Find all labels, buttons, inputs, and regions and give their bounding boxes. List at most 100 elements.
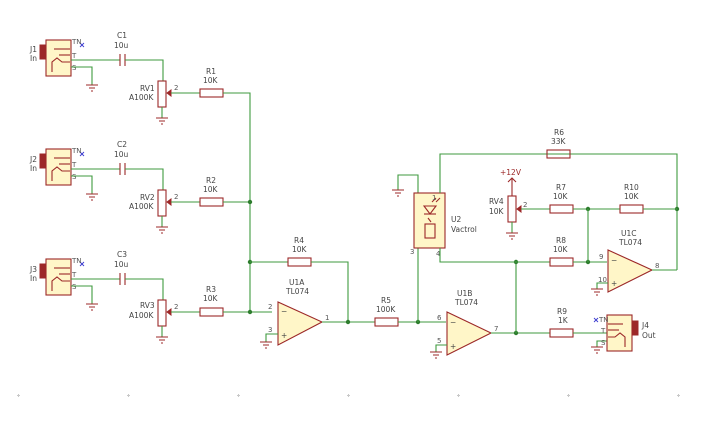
r5-ref: R5 xyxy=(381,296,391,305)
u1b-minus: − xyxy=(450,318,456,327)
r4-ref: R4 xyxy=(294,236,304,245)
r10-value: 10K xyxy=(624,192,640,201)
r4-value: 10K xyxy=(292,245,308,254)
u1c-pin-9: 9 xyxy=(599,253,603,261)
u1a-value: TL074 xyxy=(285,287,309,296)
c2-value: 10u xyxy=(114,150,129,159)
j2-pin-t: T xyxy=(71,161,77,169)
u1c-plus: + xyxy=(611,279,617,288)
junction-bus-r2 xyxy=(247,199,253,205)
rv3-value: A100K xyxy=(129,311,154,320)
u1a-minus: − xyxy=(281,307,287,316)
j3-pin-tn: TN xyxy=(71,257,82,265)
wire-j2-s xyxy=(71,175,93,194)
wire-r4-out xyxy=(311,261,349,322)
wire-r1-bus xyxy=(223,92,251,312)
rv1-ref: RV1 xyxy=(140,84,155,93)
ground-j4-icon xyxy=(591,346,603,354)
power-12v-icon xyxy=(507,177,517,196)
j4-pin-t: T xyxy=(600,327,606,335)
ground-j2-icon xyxy=(86,193,98,201)
rv4-value: 10K xyxy=(489,207,505,216)
r5-value: 100K xyxy=(376,305,396,314)
rv2-pin-2: 2 xyxy=(174,193,178,201)
rv4-pin-2: 2 xyxy=(523,201,527,209)
ground-vactrol-icon xyxy=(392,189,404,197)
u2-pin-1: 1 xyxy=(432,194,436,202)
c3-ref: C3 xyxy=(117,250,127,259)
r1-ref: R1 xyxy=(206,67,216,76)
potentiometer-rv4 xyxy=(507,195,522,223)
ground-u1b-icon xyxy=(430,351,442,359)
j1-ref: J1 xyxy=(29,45,37,54)
wire-c1-rv1 xyxy=(125,59,164,81)
junction-u1a-out xyxy=(345,319,351,325)
ground-rv4-icon xyxy=(506,232,518,240)
u1c-ref: U1C xyxy=(621,229,637,238)
c1-ref: C1 xyxy=(117,31,127,40)
wire-j4-s xyxy=(596,340,607,347)
ground-u1a-icon xyxy=(260,341,272,349)
ground-j3-icon xyxy=(86,303,98,311)
u1a-pin-1: 1 xyxy=(325,314,329,322)
r8-value: 10K xyxy=(553,245,569,254)
c1-value: 10u xyxy=(114,41,129,50)
r6-value: 33K xyxy=(551,137,567,146)
u1b-pin-7: 7 xyxy=(494,325,498,333)
c2-ref: C2 xyxy=(117,140,127,149)
u1a-ref: U1A xyxy=(289,278,305,287)
ground-rv2-icon xyxy=(156,226,168,234)
u1a-pin-3: 3 xyxy=(268,326,272,334)
r10-ref: R10 xyxy=(624,183,639,192)
resistor-r10 xyxy=(619,204,644,214)
j3-pin-s: S xyxy=(72,283,77,291)
rv1-pin-2: 2 xyxy=(174,84,178,92)
opamp-u1c xyxy=(607,249,654,293)
u2-pin-4: 4 xyxy=(436,250,441,258)
rv3-pin-2: 2 xyxy=(174,303,178,311)
resistor-r2 xyxy=(199,197,224,207)
r7-value: 10K xyxy=(553,192,569,201)
capacitor-c2 xyxy=(119,163,126,175)
wire-u1b-plus-gnd xyxy=(435,344,447,352)
u1c-pin-10: 10 xyxy=(598,276,607,284)
j2-pin-s: S xyxy=(72,173,77,181)
j1-value: In xyxy=(30,54,37,63)
r7-ref: R7 xyxy=(556,183,566,192)
ground-rv1-icon xyxy=(156,117,168,125)
vactrol-u2 xyxy=(413,192,446,249)
rv2-ref: RV2 xyxy=(140,193,155,202)
j3-value: In xyxy=(30,274,37,283)
u1b-pin-6: 6 xyxy=(437,314,442,322)
u2-ref: U2 xyxy=(451,215,461,224)
r2-value: 10K xyxy=(203,185,219,194)
wire-j3-s xyxy=(71,285,93,304)
ground-u1c-icon xyxy=(591,288,603,296)
u1b-pin-5: 5 xyxy=(437,337,441,345)
junction-bus-u1a xyxy=(247,309,253,315)
u1c-pin-8: 8 xyxy=(655,262,659,270)
r9-value: 1K xyxy=(558,316,569,325)
j1-pin-t: T xyxy=(71,52,77,60)
wire-c2-rv2 xyxy=(125,168,164,190)
resistor-r1 xyxy=(199,88,224,98)
j2-value: In xyxy=(30,164,37,173)
wire-vactrol-node xyxy=(439,248,550,263)
u1b-ref: U1B xyxy=(457,289,472,298)
u1a-pin-2: 2 xyxy=(268,303,272,311)
j3-ref: J3 xyxy=(29,265,37,274)
r1-value: 10K xyxy=(203,76,219,85)
rv3-ref: RV3 xyxy=(140,301,155,310)
wire-j1-s xyxy=(71,66,93,85)
c3-value: 10u xyxy=(114,260,129,269)
ground-rv3-icon xyxy=(156,336,168,344)
j4-pin-s: S xyxy=(601,339,606,347)
power-12v-label: +12V xyxy=(500,168,522,177)
resistor-r9 xyxy=(549,328,574,338)
jack-j1 xyxy=(39,39,85,77)
j4-ref: J4 xyxy=(641,321,649,330)
u2-value: Vactrol xyxy=(451,225,477,234)
u1a-plus: + xyxy=(281,331,287,340)
resistor-r6 xyxy=(546,149,571,159)
